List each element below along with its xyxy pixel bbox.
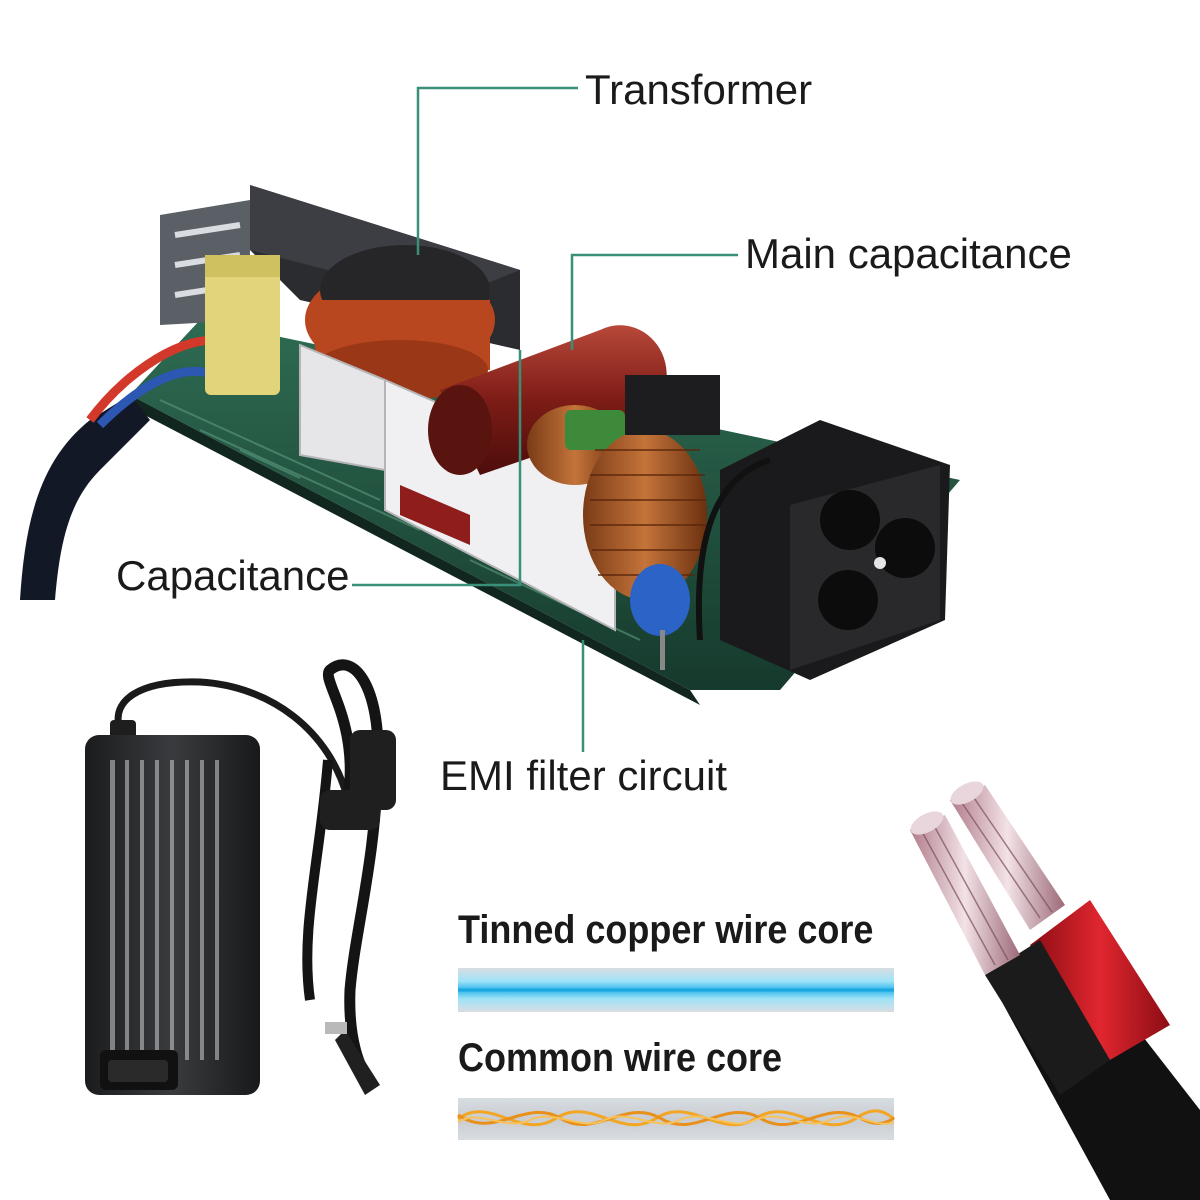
transformer-leader: [416, 86, 578, 255]
ac-inlet-socket: [695, 420, 950, 680]
y-capacitor: [630, 564, 690, 670]
emi-coil: [527, 375, 720, 600]
capacitance-leader: [352, 350, 522, 587]
tinned-wire-label: Tinned copper wire core: [458, 908, 874, 952]
dual-core-cable: [910, 781, 1200, 1200]
tinned-wire-strip: [458, 968, 894, 1012]
transformer-label: Transformer: [585, 66, 813, 113]
common-wire-strip: [457, 1098, 895, 1140]
common-wire-label: Common wire core: [458, 1036, 783, 1080]
main-capacitance-leader: [570, 253, 738, 350]
emi-filter-label: EMI filter circuit: [440, 752, 728, 799]
capacitance-label: Capacitance: [116, 552, 350, 599]
main-capacitor: [428, 325, 667, 475]
transformer: [205, 185, 520, 400]
leader-lines: [352, 86, 738, 752]
ac-adapter: [85, 659, 396, 1095]
dc-output-cable: [20, 335, 217, 600]
main-capacitance-label: Main capacitance: [745, 230, 1072, 277]
